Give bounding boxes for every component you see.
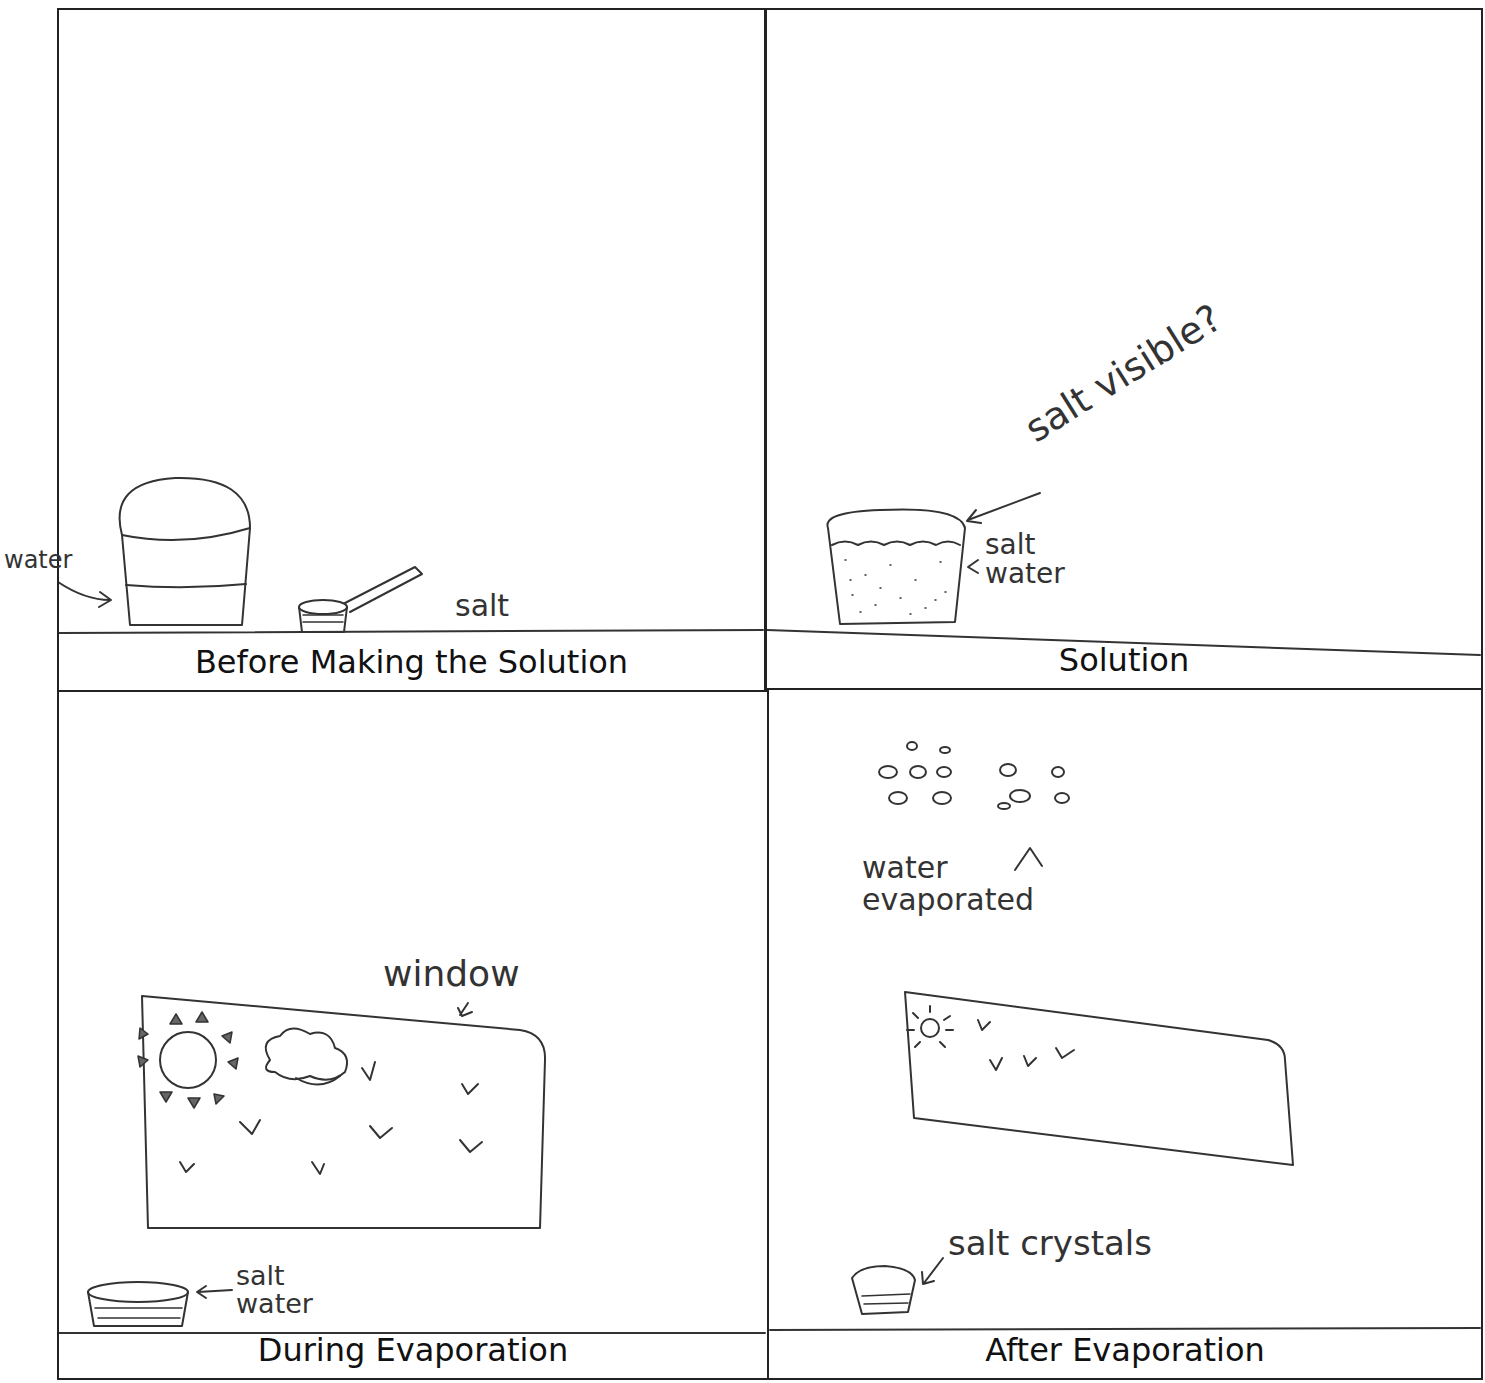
cup-handle <box>345 567 422 612</box>
handwritten-label: salt water <box>236 1262 336 1319</box>
arrow-head <box>99 592 111 607</box>
leader-arrow <box>968 493 1040 520</box>
handwritten-label: water <box>4 548 72 573</box>
panel-caption: After Evaporation <box>985 1331 1265 1369</box>
cloud <box>266 1028 347 1079</box>
arrow-head <box>967 510 981 523</box>
panel-caption-band: Solution <box>767 632 1481 688</box>
measuring-cup <box>299 607 347 632</box>
birds <box>978 1020 1074 1070</box>
salt-crystals-fill <box>862 1294 910 1304</box>
beaker <box>120 478 250 625</box>
cup <box>852 1266 915 1314</box>
salt-dots <box>845 560 946 614</box>
cloud <box>296 1076 340 1085</box>
sun-rays <box>138 1012 238 1108</box>
birds <box>180 1062 482 1174</box>
salt-fill <box>303 615 343 622</box>
handwritten-label: salt crystals <box>948 1226 1152 1262</box>
window <box>142 996 545 1228</box>
sun <box>160 1032 216 1088</box>
ground-line <box>59 630 763 633</box>
storyboard-panel: Before Making the Solution <box>57 8 766 692</box>
panel-caption: Before Making the Solution <box>195 643 628 681</box>
water-line <box>126 584 246 587</box>
handwritten-label: water evaporated <box>862 852 1052 915</box>
beaker-rim <box>122 528 250 540</box>
measuring-cup-rim <box>299 600 347 614</box>
panel-caption-band: After Evaporation <box>769 1322 1481 1378</box>
panel-caption-band: Before Making the Solution <box>59 634 764 690</box>
cup <box>827 509 965 624</box>
dish-rim <box>88 1282 188 1302</box>
water-surface <box>832 542 960 546</box>
panel-caption-band: During Evaporation <box>59 1322 767 1378</box>
window <box>905 992 1293 1165</box>
leader-arrow <box>922 1258 943 1284</box>
vapor-clouds <box>879 742 1069 809</box>
up-arrow <box>1015 848 1042 870</box>
panel-caption: During Evaporation <box>258 1331 568 1369</box>
storyboard-panel: After Evaporation <box>767 688 1483 1380</box>
sun <box>921 1019 939 1037</box>
handwritten-label: salt water <box>985 530 1095 589</box>
sun-rays <box>907 1006 953 1047</box>
handwritten-label: salt visible? <box>1019 298 1229 450</box>
ground-line <box>770 1328 1480 1330</box>
arrow-head <box>968 560 978 573</box>
leader-arrow <box>197 1286 232 1298</box>
handwritten-label: salt <box>455 590 509 622</box>
dish <box>88 1292 188 1326</box>
storyboard-panel: During Evaporation <box>57 690 769 1380</box>
handwritten-label: window <box>383 955 520 993</box>
salt-water-fill <box>95 1308 182 1318</box>
leader-arrow <box>58 582 110 600</box>
panel-caption: Solution <box>1059 641 1189 679</box>
leader-arrow <box>458 1003 472 1016</box>
